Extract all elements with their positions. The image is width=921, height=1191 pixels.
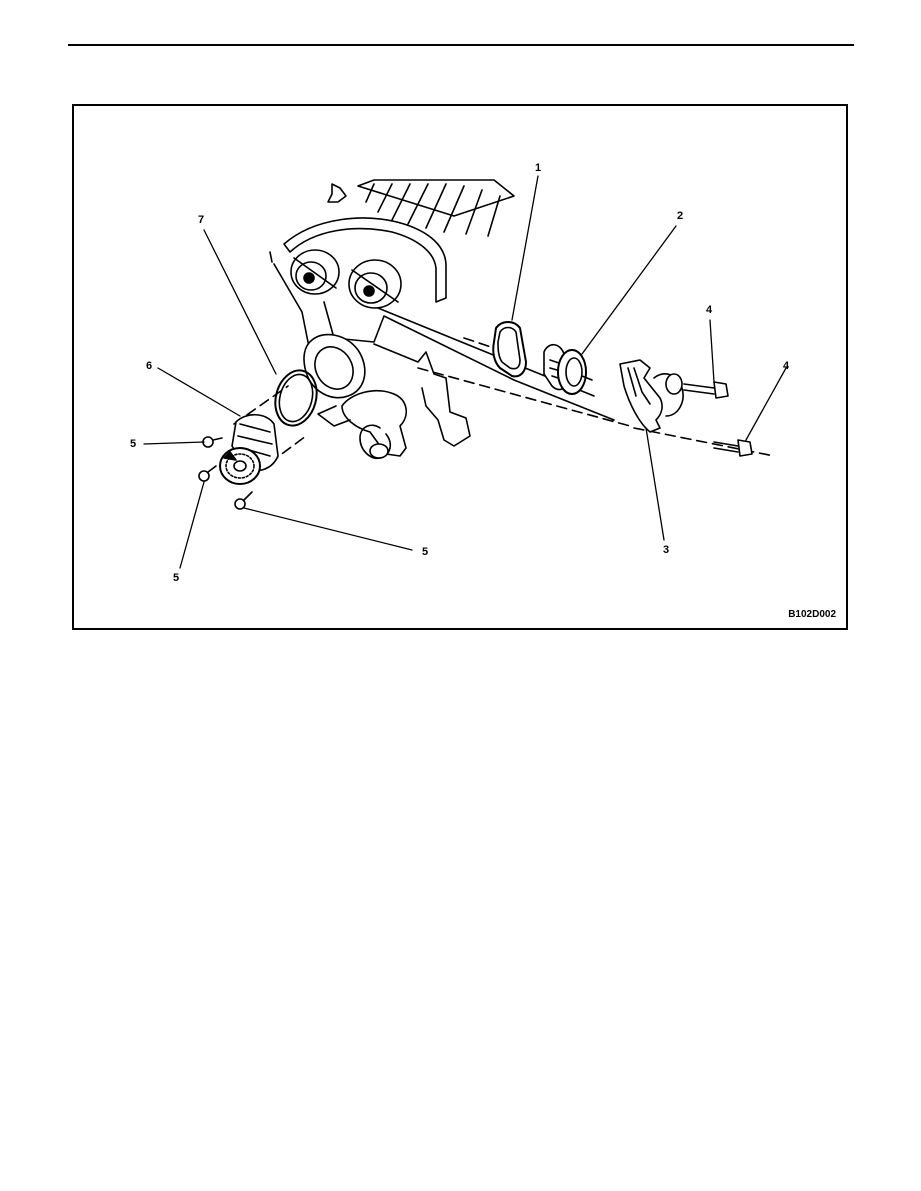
callout-5-bottom: 5 [173,572,180,584]
callout-7: 7 [198,214,205,226]
callout-5-left: 5 [130,438,137,450]
callout-5-right: 5 [422,546,429,558]
bolt-upper [683,381,729,399]
callout-6: 6 [146,360,153,372]
figure-id: B102D002 [788,609,836,620]
pump-bolt-b [198,465,217,482]
callout-4-lower: 4 [783,360,790,372]
bolt-lower [713,439,753,457]
callout-4-upper: 4 [706,304,713,316]
engine-exploded-drawing [143,175,787,569]
leader-lines [143,175,787,569]
o-ring [274,369,318,427]
block-water-outlet [303,333,366,399]
callout-2: 2 [677,210,684,222]
exploded-view-figure: 1 2 3 4 4 5 5 5 6 7 B102D002 [72,104,848,630]
cam-pulley-right [348,259,402,309]
header-rule [68,44,854,46]
engine-head [269,179,615,447]
callout-3: 3 [663,544,670,556]
pump-bolt-c [234,491,253,510]
thermostat-gasket [492,321,527,378]
block-lower-outlet [317,390,407,460]
pump-bolt-a [202,436,223,448]
callout-1: 1 [535,162,542,174]
water-pump [219,413,279,485]
thermostat [543,343,593,395]
thermostat-housing [619,359,684,433]
cam-pulley-left [290,249,340,295]
